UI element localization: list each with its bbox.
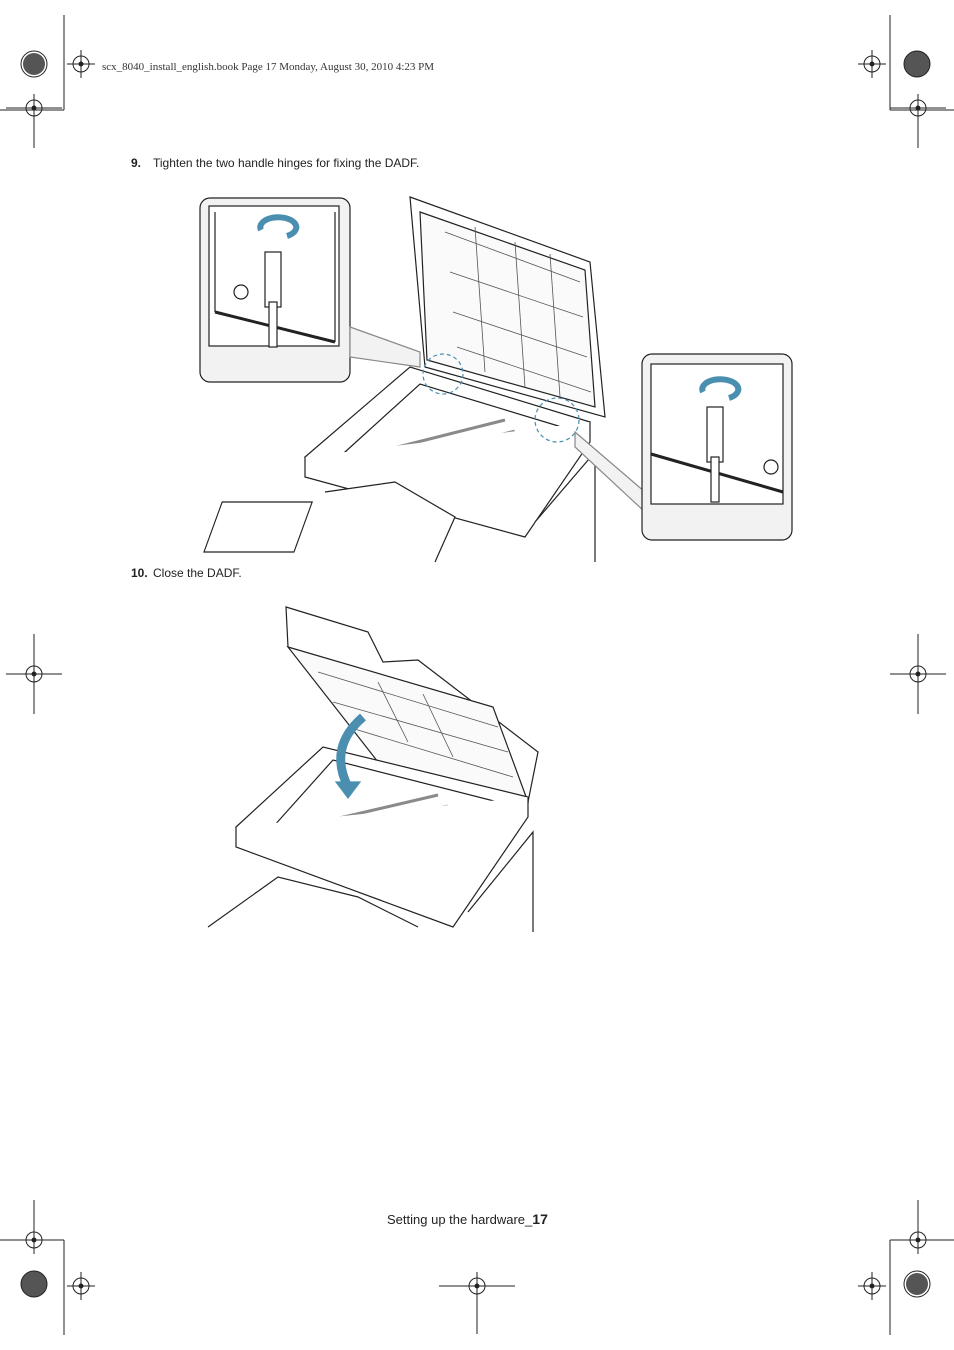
step-text: Tighten the two handle hinges for fixing… [153, 156, 420, 170]
step-text: Close the DADF. [153, 566, 242, 580]
hinge-highlight-right [534, 397, 580, 443]
close-direction-arrow [336, 713, 367, 790]
step-number: 10. [131, 566, 148, 580]
step-9: 9. Tighten the two handle hinges for fixi… [131, 156, 419, 170]
page-footer: Setting up the hardware_17 [387, 1211, 548, 1227]
illustration-tighten-hinges [199, 196, 793, 563]
step-10: 10. Close the DADF. [131, 566, 242, 580]
print-header: scx_8040_install_english.book Page 17 Mo… [102, 61, 435, 73]
page-number: 17 [532, 1211, 548, 1227]
hinge-highlight-left [422, 353, 464, 395]
illustration-close-dadf [207, 606, 539, 932]
step-number: 9. [131, 156, 142, 170]
footer-title: Setting up the hardware_ [387, 1212, 533, 1227]
